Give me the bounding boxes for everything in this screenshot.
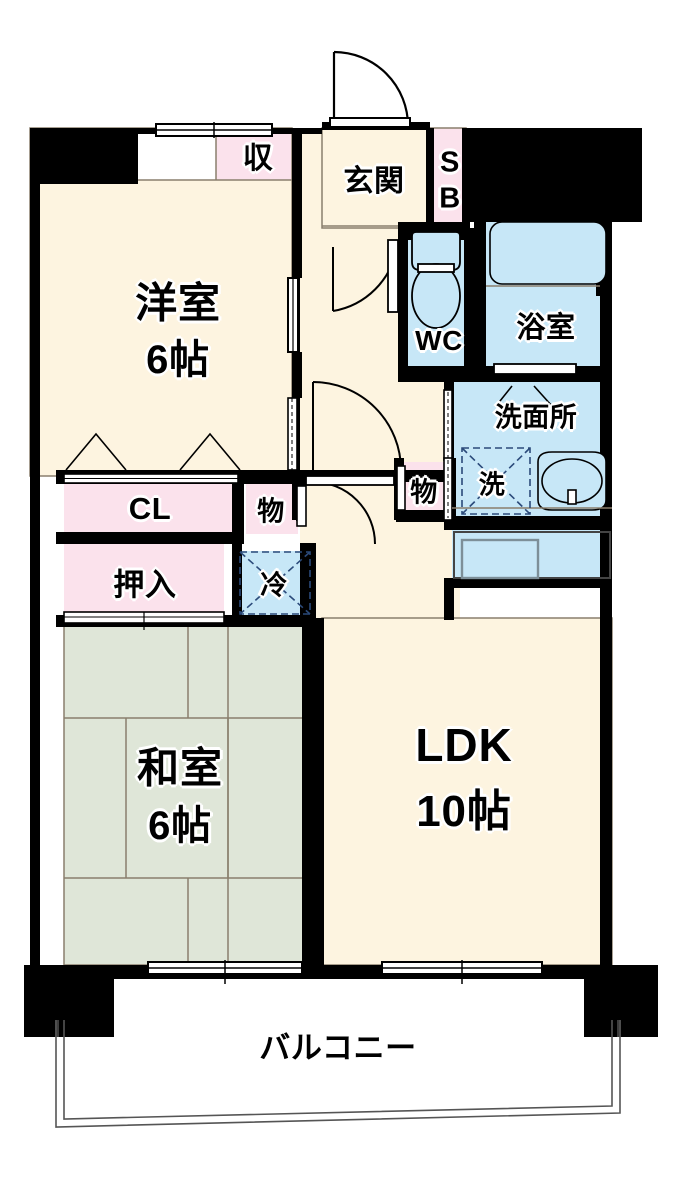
storage-fill-mono-upper xyxy=(246,481,298,534)
label-reizouko: 冷 xyxy=(260,570,288,601)
label-sentakuki: 洗 xyxy=(478,469,506,500)
room-fill-yokushitsu xyxy=(486,218,612,373)
label-washitsu-name: 和室 xyxy=(137,744,223,792)
label-sb-bottom: B xyxy=(439,182,461,215)
label-genkan: 玄関 xyxy=(343,165,405,198)
label-shu: 収 xyxy=(242,142,274,175)
label-senmenjo: 洗面所 xyxy=(494,402,578,433)
label-mono-upper: 物 xyxy=(257,496,285,527)
kitchen-counter-fill xyxy=(452,530,612,582)
label-yokushitsu: 浴室 xyxy=(516,312,576,344)
label-mono-lower: 物 xyxy=(410,477,438,508)
entrance-door xyxy=(329,50,411,128)
label-wc: WC xyxy=(415,325,463,356)
label-balcony: バルコニー xyxy=(259,1030,417,1066)
storage-fill-shu-left-white xyxy=(138,128,216,180)
storage-fill-oshiire xyxy=(64,543,224,617)
label-ldk-name: LDK xyxy=(415,719,513,771)
label-oshiire: 押入 xyxy=(113,567,177,603)
label-washitsu-size: 6帖 xyxy=(148,804,212,848)
label-yoshitsu-size: 6帖 xyxy=(146,338,210,382)
label-ldk-size: 10帖 xyxy=(416,787,512,836)
label-yoshitsu-name: 洋室 xyxy=(135,279,221,327)
storage-fill-cl xyxy=(64,481,239,534)
label-sb-top: S xyxy=(440,146,460,179)
label-cl: CL xyxy=(128,491,172,526)
